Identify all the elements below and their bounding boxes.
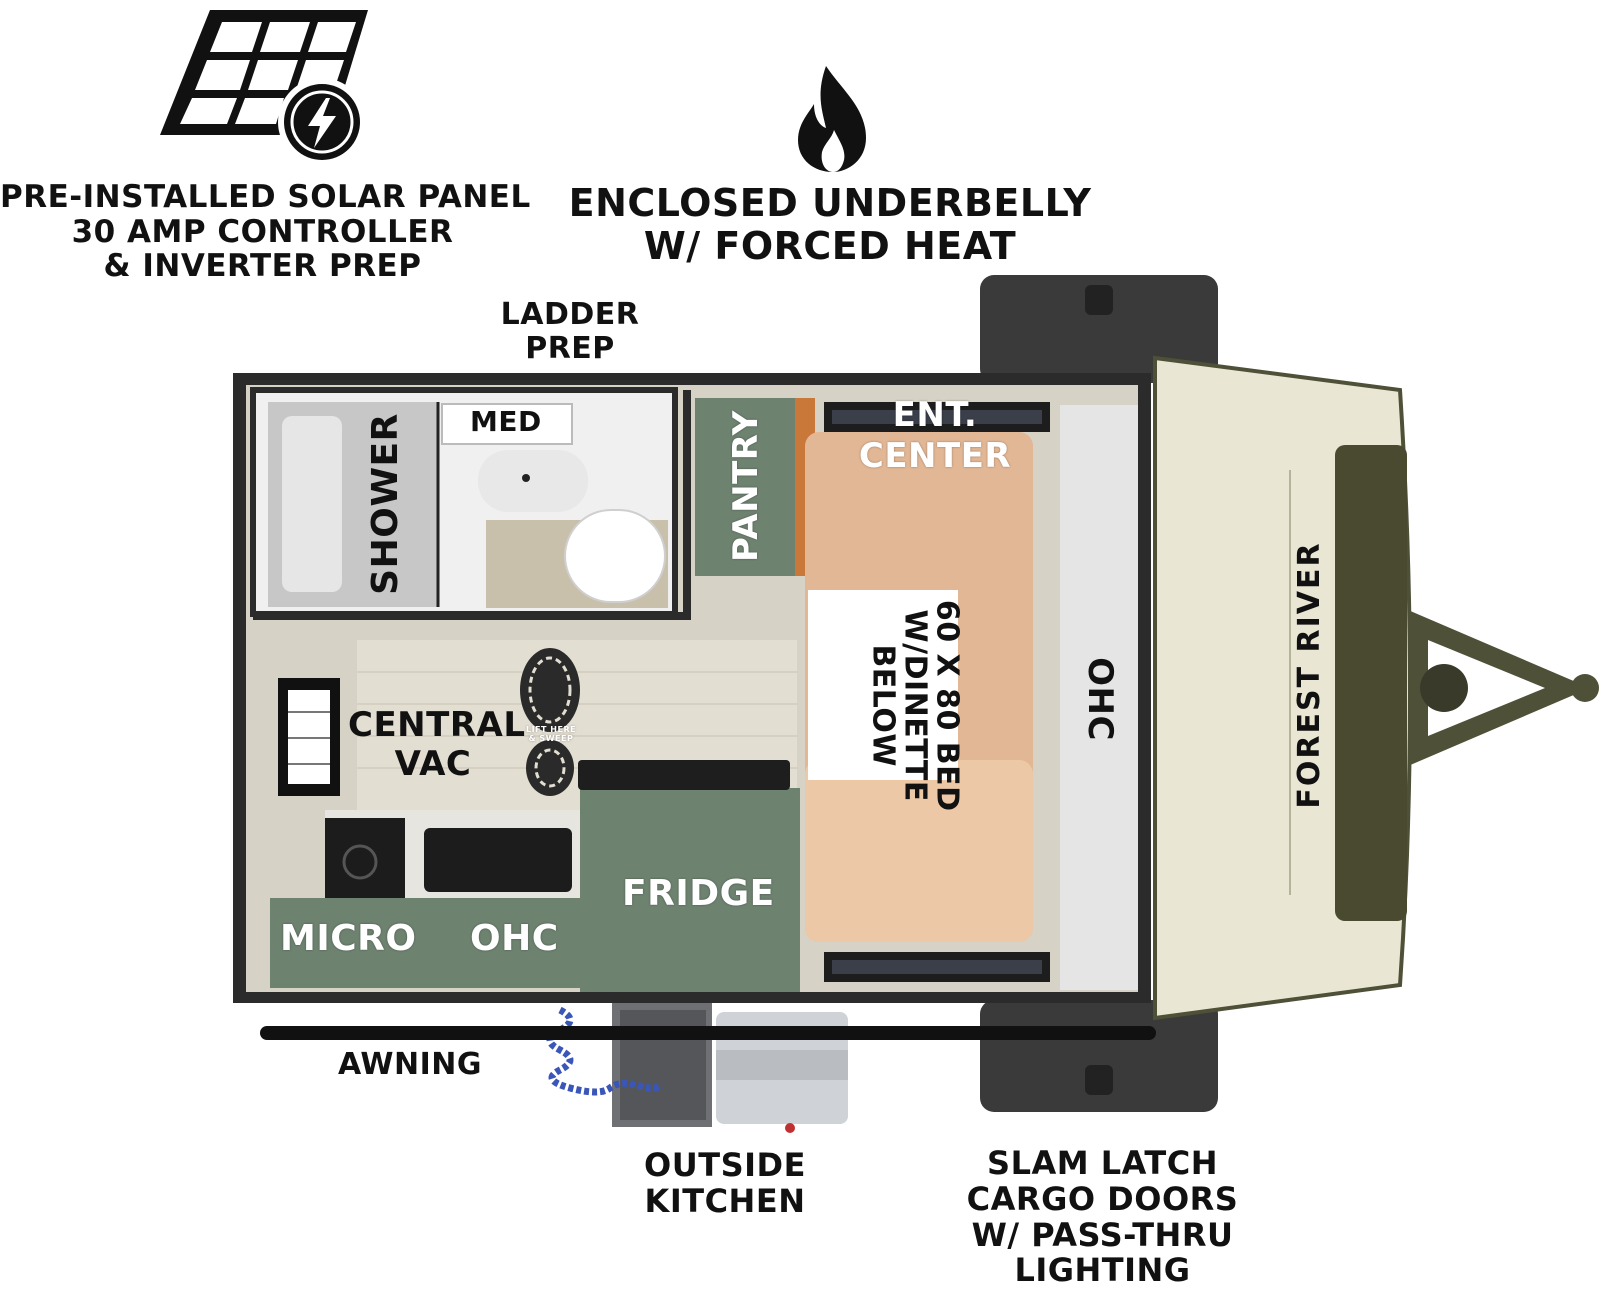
central-vac-line-2: VAC: [394, 744, 472, 785]
ladder-callout: LADDER PREP: [470, 298, 670, 365]
pantry-cabinet: [695, 398, 795, 576]
lightning-bolt-icon: [308, 98, 336, 148]
ohc-galley-label: OHC: [470, 918, 559, 959]
outside-kitchen-line-1: OUTSIDE: [644, 1146, 806, 1184]
front-window: [1335, 445, 1407, 921]
fender-top: [980, 275, 1218, 383]
central-vac-line-1: CENTRAL: [348, 705, 526, 745]
fridge-label: FRIDGE: [622, 873, 775, 914]
solar-line-2: 30 AMP CONTROLLER: [71, 213, 454, 250]
micro-label: MICRO: [280, 918, 417, 959]
underbelly-line-1: ENCLOSED UNDERBELLY: [568, 181, 1092, 225]
hitch-tongue: [1408, 610, 1599, 766]
cargo-line-2: CARGO DOORS: [966, 1179, 1239, 1218]
toilet: [564, 509, 666, 603]
solar-line-3: & INVERTER PREP: [103, 248, 422, 285]
cargo-line-4: LIGHTING: [1014, 1251, 1191, 1289]
brand-logo: FOREST RIVER: [1292, 541, 1327, 809]
bed-label: 60 X 80 BED W/DINETTE BELOW: [866, 581, 965, 831]
bed-line-2: W/DINETTE: [897, 609, 933, 802]
underbelly-callout: ENCLOSED UNDERBELLY W/ FORCED HEAT: [560, 182, 1100, 267]
boot-decal-line-2: & SWEEP: [528, 733, 574, 743]
outside-kitchen-callout: OUTSIDE KITCHEN: [620, 1146, 830, 1220]
ent-center-line-2: CENTER: [858, 435, 1012, 476]
awning-bar: [260, 1026, 1156, 1040]
ent-center-line-1: ENT.: [892, 395, 978, 435]
bed-pillow: [808, 590, 958, 780]
central-vac-label: CENTRAL VAC: [348, 705, 526, 785]
pantry-label: PANTRY: [726, 410, 766, 562]
cargo-line-3: W/ PASS-THRU: [971, 1215, 1234, 1254]
cooktop: [325, 818, 405, 898]
fender-bottom: [980, 1000, 1218, 1112]
awning-label: AWNING: [338, 1047, 482, 1082]
boot-print-icon: [520, 648, 580, 796]
boot-decal-text: LIFT HERE & SWEEP: [526, 725, 577, 744]
solar-line-1: PRE-INSTALLED SOLAR PANEL: [0, 179, 531, 215]
ent-center-label: ENT. CENTER: [840, 395, 1030, 477]
ladder-line-2: PREP: [525, 330, 615, 366]
boot-decal-line-1: LIFT HERE: [526, 725, 577, 734]
med-label: MED: [470, 405, 542, 438]
flame-icon: [798, 66, 866, 172]
bed-line-1: 60 X 80 BED: [929, 599, 965, 812]
ladder-line-1: LADDER: [500, 297, 640, 332]
bed-line-3: BELOW: [866, 644, 902, 767]
awning-callout: AWNING: [320, 1048, 500, 1082]
ohc-front-label: OHC: [1080, 657, 1120, 741]
cargo-doors-callout: SLAM LATCH CARGO DOORS W/ PASS-THRU LIGH…: [940, 1144, 1265, 1289]
micro-ohc-cabinets: [270, 898, 588, 988]
fridge-cabinet: [580, 788, 800, 992]
cargo-line-1: SLAM LATCH: [987, 1144, 1218, 1182]
underbelly-line-2: W/ FORCED HEAT: [643, 223, 1017, 268]
solar-panel-icon: [160, 10, 368, 166]
med-cabinet: [441, 403, 573, 445]
outside-kitchen-line-2: KITCHEN: [644, 1181, 806, 1220]
sink: [424, 828, 572, 892]
front-ohc-cabinet: [1060, 405, 1138, 990]
solar-callout: PRE-INSTALLED SOLAR PANEL 30 AMP CONTROL…: [0, 179, 531, 285]
shower-label: SHOWER: [365, 413, 406, 595]
